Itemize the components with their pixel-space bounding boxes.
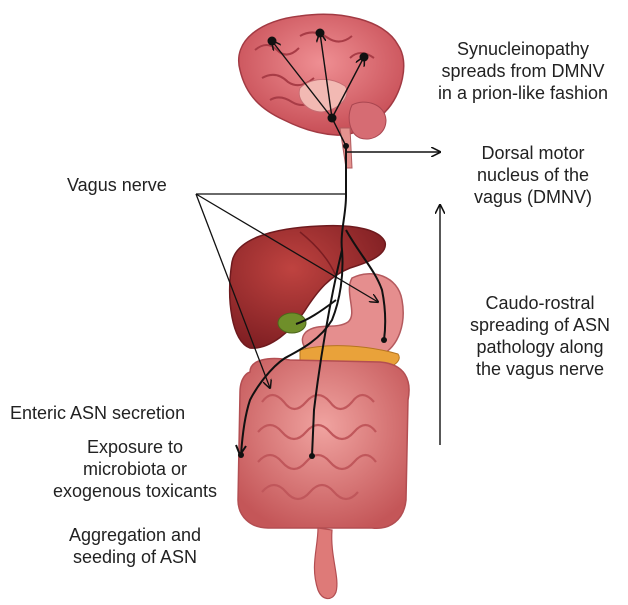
aggregation-line-1: Aggregation and bbox=[40, 524, 230, 546]
gallbladder bbox=[278, 313, 306, 333]
caudo-line-3: pathology along bbox=[460, 336, 620, 358]
exposure-label: Exposure to microbiota or exogenous toxi… bbox=[40, 436, 230, 502]
aggregation-line-2: seeding of ASN bbox=[40, 546, 230, 568]
enteric-secretion-label: Enteric ASN secretion bbox=[10, 402, 185, 424]
dmnv-label: Dorsal motor nucleus of the vagus (DMNV) bbox=[458, 142, 608, 208]
aggregation-label: Aggregation and seeding of ASN bbox=[40, 524, 230, 568]
exposure-line-1: Exposure to bbox=[40, 436, 230, 458]
caudo-line-2: spreading of ASN bbox=[460, 314, 620, 336]
synucleinopathy-line-3: in a prion-like fashion bbox=[418, 82, 628, 104]
synucleinopathy-label: Synucleinopathy spreads from DMNV in a p… bbox=[418, 38, 628, 104]
synucleinopathy-line-1: Synucleinopathy bbox=[418, 38, 628, 60]
caudo-line-1: Caudo-rostral bbox=[460, 292, 620, 314]
vagus-nerve-label: Vagus nerve bbox=[67, 174, 167, 196]
dmnv-line-2: nucleus of the bbox=[458, 164, 608, 186]
synucleinopathy-line-2: spreads from DMNV bbox=[418, 60, 628, 82]
dmnv-line-1: Dorsal motor bbox=[458, 142, 608, 164]
dmnv-line-3: vagus (DMNV) bbox=[458, 186, 608, 208]
exposure-line-2: microbiota or bbox=[40, 458, 230, 480]
intestines bbox=[238, 359, 409, 599]
exposure-line-3: exogenous toxicants bbox=[40, 480, 230, 502]
caudo-line-4: the vagus nerve bbox=[460, 358, 620, 380]
caudo-rostral-label: Caudo-rostral spreading of ASN pathology… bbox=[460, 292, 620, 380]
